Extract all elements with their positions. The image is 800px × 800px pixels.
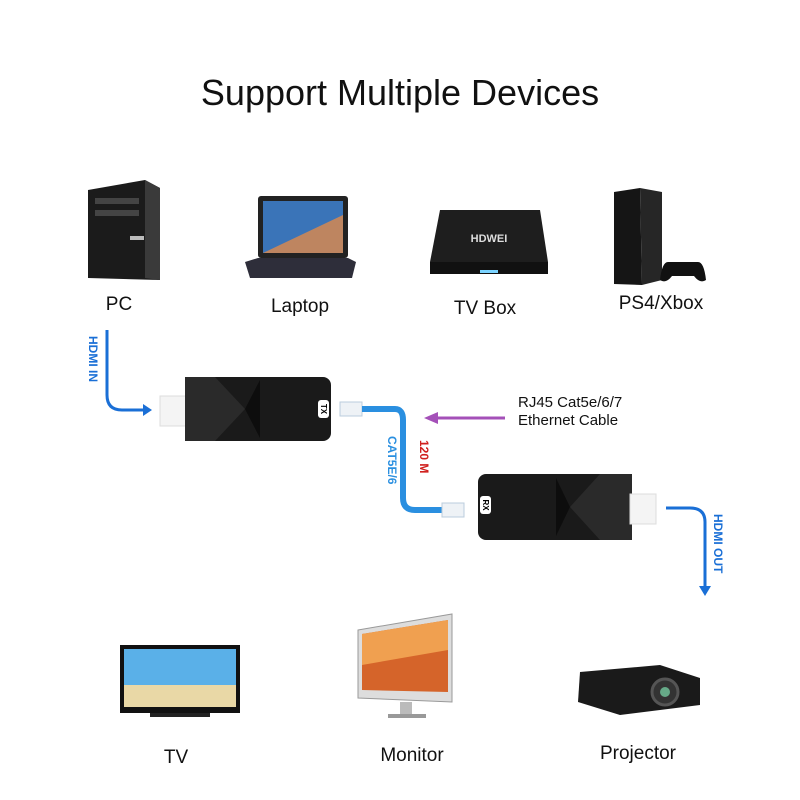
display-label-monitor: Monitor [380, 745, 444, 766]
rx-tag: RX [481, 499, 490, 511]
distance-label: 120 M [417, 440, 431, 474]
tv-box-icon: HDWEI [430, 210, 548, 274]
laptop-icon [245, 196, 356, 278]
tx-tag: TX [319, 404, 328, 415]
cable-pointer-arrow [424, 412, 505, 424]
pc-icon [88, 180, 160, 280]
tv-icon [120, 645, 240, 717]
source-label-ps4-xbox: PS4/Xbox [618, 293, 704, 314]
tx-transmitter: TX [159, 377, 331, 441]
display-label-projector: Projector [599, 743, 677, 764]
projector-icon [578, 665, 700, 715]
ps4-icon [614, 188, 706, 285]
cable-note: RJ45 Cat5e/6/7 Ethernet Cable [518, 394, 622, 430]
source-label-pc: PC [105, 294, 133, 315]
cable-type-label: CAT5E/6 [385, 436, 399, 485]
hdmi-in-arrow [105, 330, 146, 412]
hdmi-in-label: HDMI IN [86, 336, 100, 382]
display-label-tv: TV [163, 747, 189, 768]
rx-receiver: RX [478, 474, 657, 540]
monitor-icon [357, 613, 453, 718]
cable-note-line1: RJ45 Cat5e/6/7 [518, 394, 623, 411]
source-label-tv-box: TV Box [453, 298, 517, 319]
ethernet-cable [339, 401, 465, 518]
source-label-laptop: Laptop [270, 296, 330, 317]
cable-note-line2: Ethernet Cable [518, 412, 619, 429]
page-title: Support Multiple Devices [200, 72, 600, 113]
hdmi-out-arrow [666, 506, 707, 588]
hdmi-out-label: HDMI OUT [711, 514, 725, 574]
tv-box-logo: HDWEI [471, 233, 508, 245]
